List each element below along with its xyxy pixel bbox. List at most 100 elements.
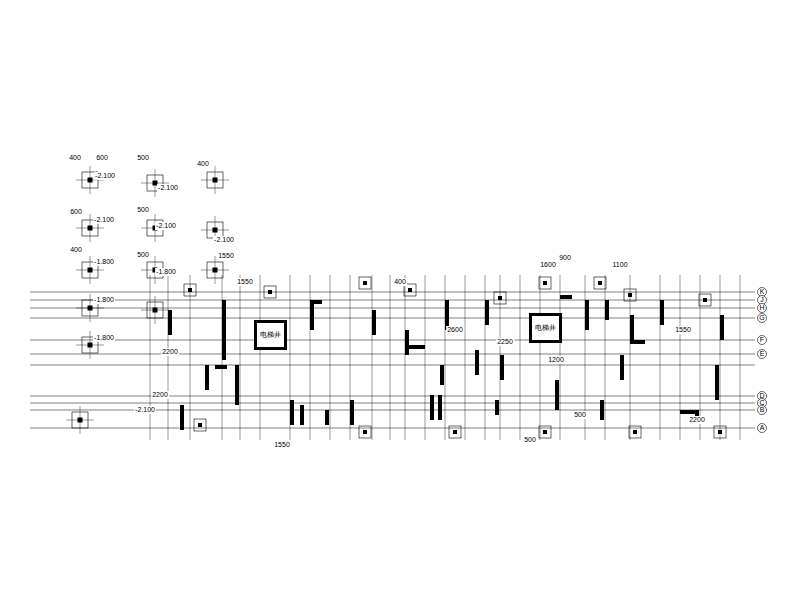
- pile-cap: [264, 286, 276, 298]
- dimension-label: 500: [136, 154, 150, 162]
- shear-wall: [222, 300, 226, 360]
- pile-cap: [359, 426, 371, 438]
- shear-wall: [585, 300, 589, 330]
- pile-symbol: [543, 430, 547, 434]
- axis-line: [90, 331, 91, 359]
- shear-wall: [495, 400, 499, 415]
- axis-label: F: [759, 336, 765, 344]
- shear-wall: [440, 365, 444, 385]
- shear-wall: [660, 300, 664, 325]
- grid-line: [540, 275, 541, 440]
- shaft-label: 电梯井: [260, 331, 281, 339]
- pile-cap: [539, 426, 551, 438]
- axis-line: [90, 214, 91, 242]
- dimension-label: 1200: [547, 356, 565, 364]
- axis-line: [215, 256, 216, 284]
- grid-line: [520, 275, 521, 440]
- pile-cap: [494, 292, 506, 304]
- grid-line: [150, 275, 151, 440]
- axis-bubble: [758, 296, 767, 305]
- shear-wall: [630, 315, 634, 340]
- pile-symbol: [268, 290, 272, 294]
- pile-cap: [594, 277, 606, 289]
- shaft-label: 电梯井: [535, 324, 556, 332]
- shear-wall: [630, 340, 645, 344]
- pile-cap: [449, 426, 461, 438]
- grid-line: [605, 275, 606, 440]
- elevator-shaft: 电梯井: [254, 320, 287, 350]
- axis-line: [215, 166, 216, 194]
- shear-wall: [680, 410, 695, 414]
- axis-bubble: [758, 424, 767, 433]
- axis-bubble: [758, 314, 767, 323]
- pile-symbol: [408, 288, 412, 292]
- shear-wall: [215, 365, 227, 369]
- dimension-label: -2.100: [155, 222, 177, 230]
- pile-cap: [184, 284, 196, 296]
- pile-symbol: [363, 281, 367, 285]
- dimension-label: 500: [523, 436, 537, 444]
- pile-cap: [624, 289, 636, 301]
- pile-cap: [699, 294, 711, 306]
- grid-line: [390, 275, 391, 440]
- grid-line: [485, 275, 486, 440]
- grid-line: [30, 428, 755, 429]
- pile-symbol: [718, 430, 722, 434]
- dimension-label: 2250: [496, 338, 514, 346]
- axis-line: [80, 406, 81, 434]
- shear-wall: [168, 310, 172, 335]
- shear-wall: [430, 395, 434, 420]
- dimension-label: 900: [558, 254, 572, 262]
- grid-line: [372, 275, 373, 440]
- grid-line: [680, 275, 681, 440]
- axis-label: H: [758, 304, 765, 312]
- axis-label: E: [759, 350, 766, 358]
- elevator-shaft: 电梯井: [529, 313, 562, 343]
- dimension-label: 1550: [273, 441, 291, 449]
- grid-line: [465, 275, 466, 440]
- pile-symbol: [543, 281, 547, 285]
- shear-wall: [560, 295, 572, 299]
- dimension-label: -2.100: [94, 172, 116, 180]
- axis-label: G: [758, 314, 765, 322]
- shear-wall: [475, 350, 479, 375]
- grid-line: [168, 275, 169, 440]
- dimension-label: 400: [393, 278, 407, 286]
- axis-label: B: [759, 406, 766, 414]
- dimension-label: -1.800: [155, 268, 177, 276]
- axis-line: [90, 294, 91, 322]
- grid-line: [30, 403, 755, 404]
- shear-wall: [350, 400, 354, 425]
- grid-line: [260, 275, 261, 440]
- pile-cap: [359, 277, 371, 289]
- grid-line: [630, 275, 631, 440]
- axis-label: D: [758, 392, 765, 400]
- dimension-label: -2.100: [134, 406, 156, 414]
- shear-wall: [372, 310, 376, 335]
- dimension-label: 1100: [611, 261, 628, 269]
- shear-wall: [720, 315, 724, 340]
- shear-wall: [500, 355, 504, 380]
- dimension-label: 1550: [217, 252, 235, 260]
- axis-bubble: [758, 406, 767, 415]
- axis-label: K: [759, 288, 766, 296]
- pile-symbol: [703, 298, 707, 302]
- shear-wall: [405, 330, 409, 355]
- dimension-label: -2.100: [157, 184, 179, 192]
- shear-wall: [405, 345, 425, 349]
- dimension-label: -2.100: [93, 216, 115, 224]
- grid-line: [330, 275, 331, 440]
- grid-line: [30, 308, 755, 309]
- shear-wall: [300, 405, 304, 425]
- grid-line: [30, 318, 755, 319]
- grid-line: [30, 365, 755, 366]
- grid-line: [740, 275, 741, 440]
- grid-line: [310, 275, 311, 440]
- pile-cap: [629, 426, 641, 438]
- pile-symbol: [453, 430, 457, 434]
- pile-cap: [714, 426, 726, 438]
- dimension-label: 2200: [151, 391, 169, 399]
- axis-line: [155, 169, 156, 197]
- shear-wall: [180, 405, 184, 430]
